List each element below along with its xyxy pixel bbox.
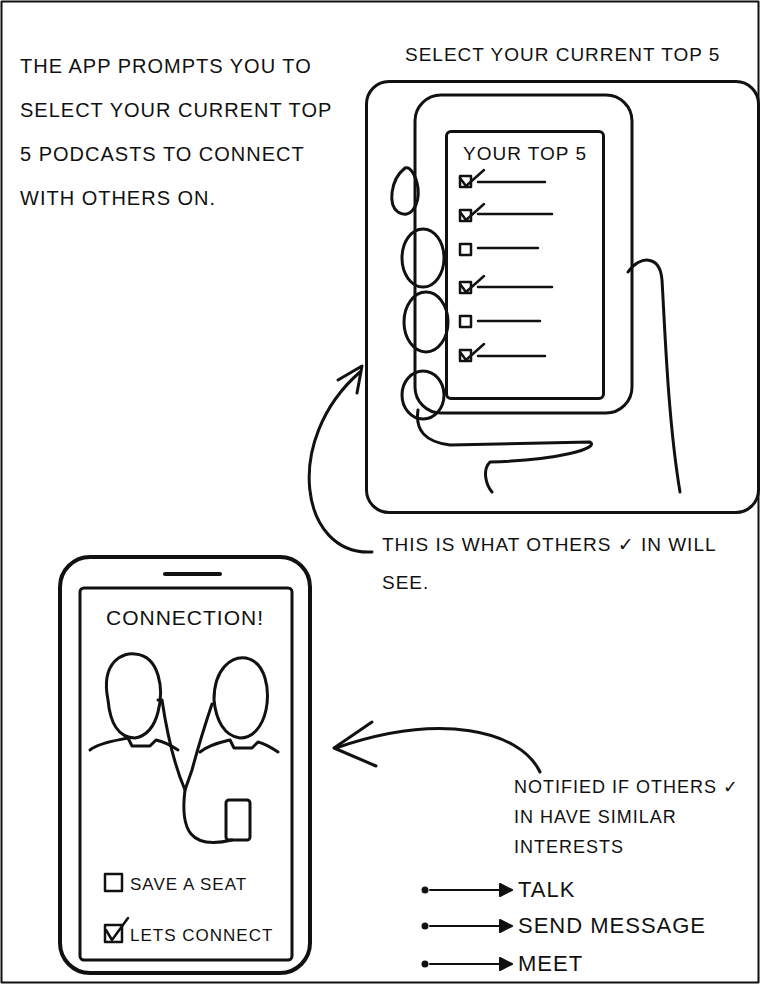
phone-body	[415, 95, 632, 413]
phone-speaker	[165, 572, 220, 576]
callout-note: THIS IS WHAT OTHERS ✓ IN WILL SEE.	[382, 526, 754, 602]
phone-screen-box: YOUR TOP 5	[445, 130, 605, 400]
panel-heading: SELECT YOUR CURRENT TOP 5	[405, 44, 720, 67]
hand-drawing	[392, 168, 680, 492]
two-people-sharing-earphones	[90, 654, 278, 843]
leader-arrow	[336, 729, 540, 772]
check-mark	[106, 918, 128, 940]
phone-box: CONNECTION! SAVE A SEAT LETS CONNECT	[58, 555, 312, 975]
framed-panel: SELECT YOUR CURRENT TOP 5 YOUR TOP 5	[365, 38, 760, 514]
checkbox-label: SAVE A SEAT	[130, 875, 247, 895]
screen-heading: CONNECTION!	[62, 605, 308, 630]
checklist	[460, 170, 552, 361]
checkbox-label: LETS CONNECT	[130, 926, 273, 946]
bullet-arrows	[423, 884, 513, 970]
option-label: MEET	[518, 950, 583, 978]
option-label: SEND MESSAGE	[518, 912, 706, 940]
arrow-head	[334, 722, 376, 766]
option-label: TALK	[518, 876, 575, 904]
callout-note: NOTIFIED IF OTHERS ✓ IN HAVE SIMILAR INT…	[514, 772, 754, 862]
screen-heading: YOUR TOP 5	[448, 143, 602, 166]
phone-screen	[80, 588, 292, 960]
intro-note: THE APP PROMPTS YOU TO SELECT YOUR CURRE…	[20, 44, 350, 220]
leader-arrow	[309, 372, 372, 552]
checkbox-empty	[105, 874, 122, 891]
arrow-head	[338, 366, 362, 393]
